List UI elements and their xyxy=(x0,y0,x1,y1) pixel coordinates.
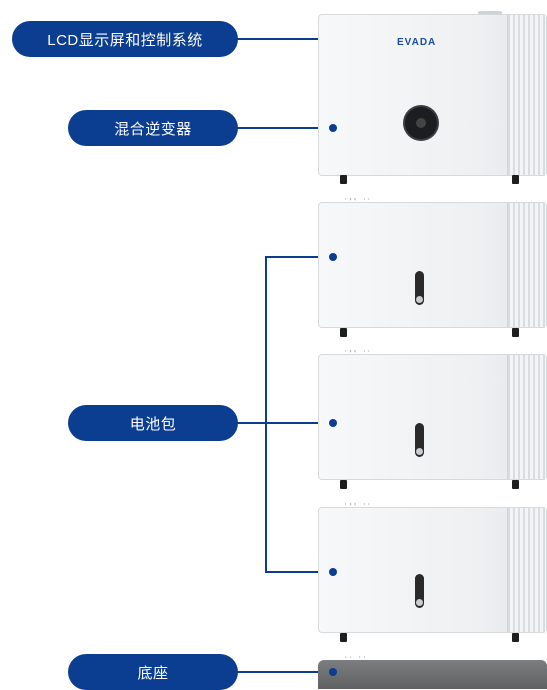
inverter-label: 混合逆变器 xyxy=(68,110,238,146)
battery-pack: ·›‹ ·· xyxy=(318,501,547,643)
lcd-screen-icon xyxy=(405,107,437,139)
battery-point xyxy=(329,419,337,427)
handle-icon xyxy=(415,271,424,305)
inverter-cabinet: EVADA xyxy=(318,14,547,176)
inverter-foot xyxy=(340,175,347,184)
brand-logo: EVADA xyxy=(397,37,437,48)
base-point xyxy=(329,668,337,676)
handle-icon xyxy=(415,574,424,608)
battery-label: 电池包 xyxy=(68,405,238,441)
battery-point xyxy=(329,568,337,576)
handle-icon xyxy=(415,423,424,457)
base-plinth xyxy=(318,660,547,689)
battery-pack: ·›‹ ·· xyxy=(318,348,547,490)
inverter-point xyxy=(329,124,337,132)
inverter-foot xyxy=(512,175,519,184)
lcd-label: LCD显示屏和控制系统 xyxy=(12,21,238,57)
inverter-unit: EVADA xyxy=(318,11,547,186)
base-label: 底座 xyxy=(68,654,238,690)
battery-pack: ·›‹ ·· xyxy=(318,196,547,338)
base-unit: ·· ·· xyxy=(318,654,547,689)
battery-point xyxy=(329,253,337,261)
